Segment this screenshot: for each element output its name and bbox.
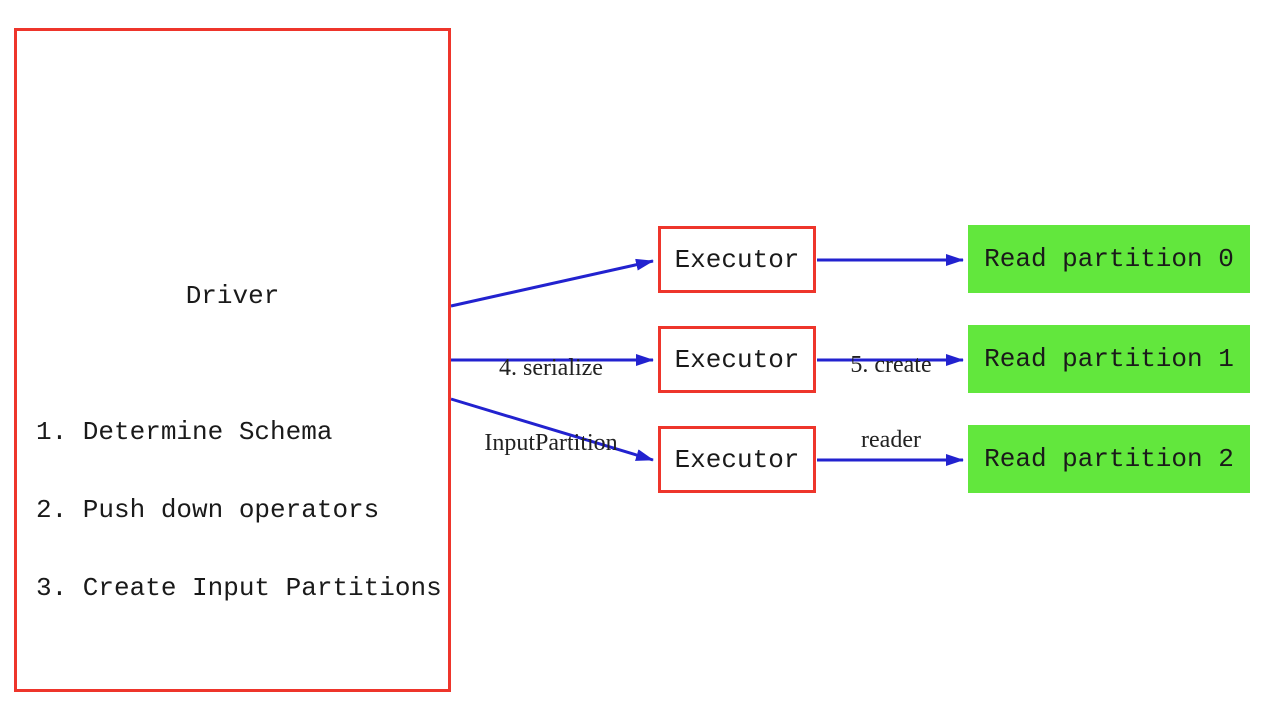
partition-box-2: Read partition 2 — [968, 425, 1250, 493]
edge-label-create-reader-line-1: 5. create — [850, 352, 932, 378]
driver-step-2: 2. Push down operators — [36, 495, 380, 525]
edge-label-create-reader: 5. create reader — [791, 303, 991, 503]
edge-label-serialize-line-2: InputPartition — [484, 430, 618, 456]
edge-label-serialize: 4. serialize InputPartition — [401, 306, 701, 506]
executor-label-3: Executor — [674, 444, 800, 475]
partition-label-2: Read partition 2 — [984, 444, 1234, 474]
partition-box-1: Read partition 1 — [968, 325, 1250, 393]
driver-box: Driver 1. Determine Schema 2. Push down … — [14, 28, 451, 692]
arrow-driver-to-executor-1 — [450, 258, 654, 308]
driver-title: Driver — [185, 281, 280, 311]
arrow-driver-to-executor-3 — [450, 397, 654, 462]
executor-box-2: Executor — [658, 326, 816, 393]
driver-step-1: 1. Determine Schema — [36, 417, 333, 447]
executor-box-3: Executor — [658, 426, 816, 493]
executor-label-2: Executor — [674, 344, 800, 375]
partition-label-1: Read partition 1 — [984, 344, 1234, 374]
partition-box-0: Read partition 0 — [968, 225, 1250, 293]
executor-box-1: Executor — [658, 226, 816, 293]
partition-label-0: Read partition 0 — [984, 244, 1234, 274]
driver-steps: 1. Determine Schema 2. Push down operato… — [36, 367, 442, 653]
edge-label-serialize-line-1: 4. serialize — [499, 355, 603, 381]
edge-label-create-reader-line-2: reader — [861, 427, 921, 453]
driver-step-3: 3. Create Input Partitions — [36, 573, 442, 603]
executor-label-1: Executor — [674, 244, 800, 275]
